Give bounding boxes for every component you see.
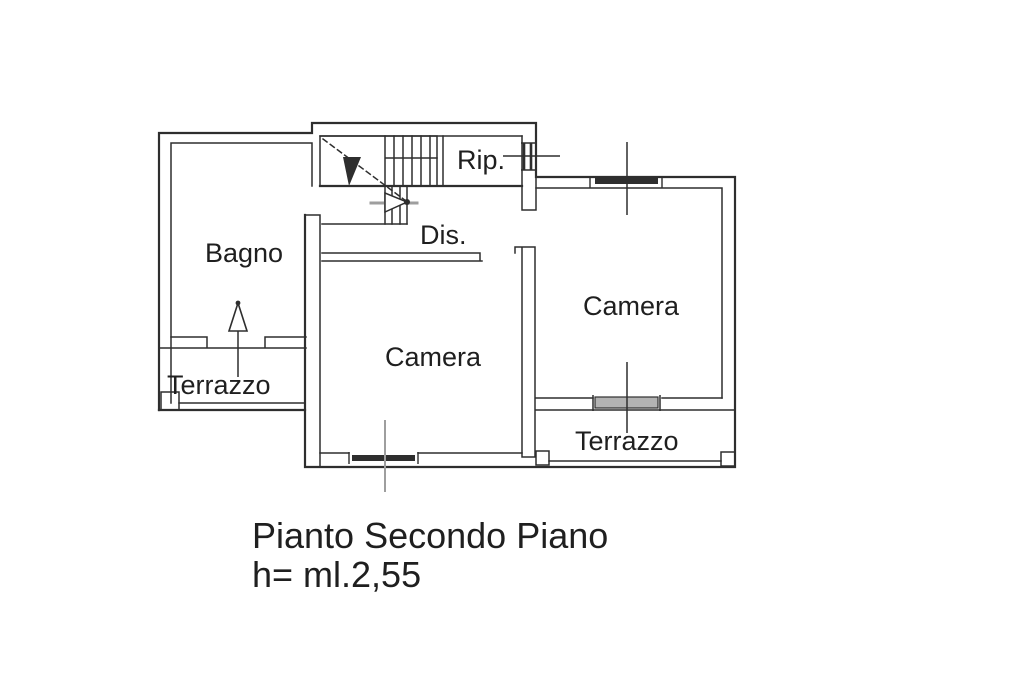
inner-wall-lines bbox=[158, 135, 736, 468]
room-label-dis: Dis. bbox=[420, 220, 467, 250]
room-label-terrazzo-left: Terrazzo bbox=[167, 370, 271, 400]
window-camera-center bbox=[348, 420, 419, 492]
stair-box bbox=[319, 135, 438, 187]
pillar bbox=[160, 391, 180, 411]
plan-caption-line2: h= ml.2,55 bbox=[252, 554, 421, 595]
room-label-camera-right: Camera bbox=[583, 291, 680, 321]
room-label-rip: Rip. bbox=[457, 145, 505, 175]
room-label-terrazzo-right: Terrazzo bbox=[575, 426, 679, 456]
room-label-camera-center: Camera bbox=[385, 342, 482, 372]
pillar bbox=[535, 450, 550, 466]
pillar bbox=[720, 451, 736, 467]
plan-caption-line1: Pianto Secondo Piano bbox=[252, 515, 608, 556]
outer-wall bbox=[157, 121, 737, 469]
stair-treads bbox=[384, 135, 444, 187]
window-camera-right-top bbox=[589, 142, 663, 215]
stair-right-arrowhead bbox=[384, 191, 409, 214]
french-door-camera-right bbox=[592, 362, 661, 433]
stair-walk-line bbox=[321, 137, 408, 203]
stair-arrow-dot bbox=[404, 199, 410, 205]
window-rip bbox=[503, 142, 560, 171]
terrace-pillars bbox=[160, 391, 736, 467]
entrance-arrow bbox=[227, 300, 249, 377]
stair-down-arrowhead bbox=[343, 157, 361, 186]
room-label-bagno: Bagno bbox=[205, 238, 283, 268]
staircase bbox=[319, 135, 444, 225]
